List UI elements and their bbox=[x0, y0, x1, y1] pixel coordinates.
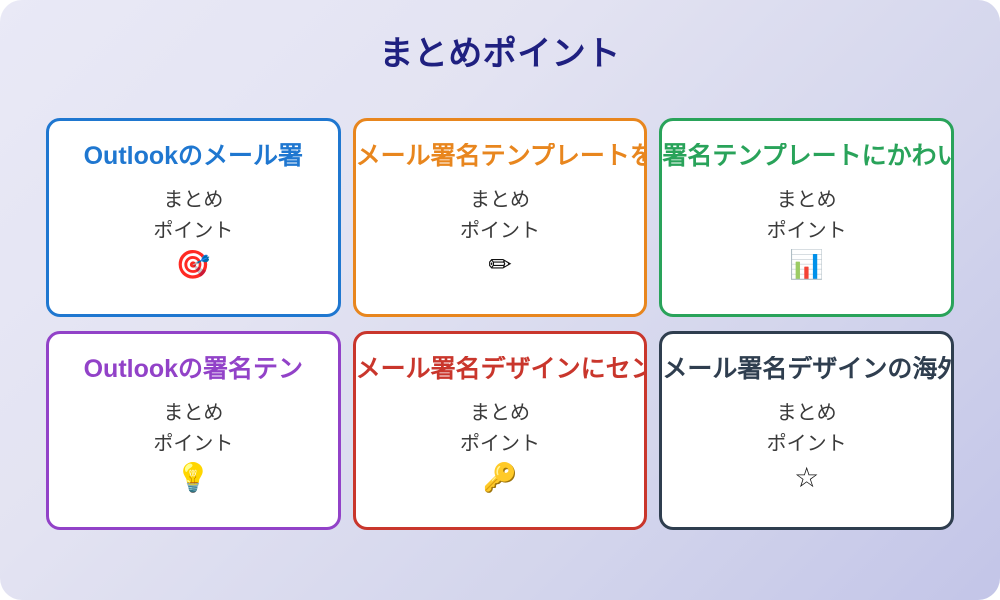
star-icon: ☆ bbox=[794, 462, 820, 494]
summary-card-5[interactable]: メール署名デザインにセン まとめ ポイント 🔑 bbox=[352, 331, 648, 530]
summary-card-5-title: メール署名デザインにセン bbox=[355, 356, 645, 383]
summary-card-2[interactable]: メール署名テンプレートを まとめ ポイント ✏ bbox=[352, 118, 648, 317]
card-grid: Outlookのメール署 まとめ ポイント 🎯 メール署名テンプレートを まとめ… bbox=[46, 118, 954, 530]
summary-card-1-title: Outlookのメール署 bbox=[83, 143, 304, 170]
summary-card-6[interactable]: メール署名デザインの海外 まとめ ポイント ☆ bbox=[659, 331, 954, 530]
summary-card-2-title: メール署名テンプレートを bbox=[355, 143, 645, 170]
summary-card-3-body: まとめ ポイント bbox=[766, 189, 847, 243]
summary-card-6-title: メール署名デザインの海外 bbox=[662, 356, 951, 383]
key-icon: 🔑 bbox=[482, 462, 518, 494]
pencil-icon: ✏ bbox=[488, 249, 512, 281]
summary-card-1[interactable]: Outlookのメール署 まとめ ポイント 🎯 bbox=[46, 118, 341, 317]
summary-card-2-body: まとめ ポイント bbox=[459, 189, 540, 243]
lightbulb-icon: 💡 bbox=[175, 462, 211, 494]
summary-card-3[interactable]: 署名テンプレートにかわい まとめ ポイント 📊 bbox=[659, 118, 954, 317]
summary-card-4[interactable]: Outlookの署名テン まとめ ポイント 💡 bbox=[46, 331, 341, 530]
summary-card-4-body: まとめ ポイント bbox=[153, 402, 234, 456]
summary-card-3-title: 署名テンプレートにかわい bbox=[662, 143, 951, 170]
page-title: まとめポイント bbox=[379, 35, 621, 73]
summary-card-4-title: Outlookの署名テン bbox=[83, 356, 304, 383]
summary-card-1-body: まとめ ポイント bbox=[153, 189, 234, 243]
summary-card-6-body: まとめ ポイント bbox=[766, 402, 847, 456]
bar-chart-icon: 📊 bbox=[789, 249, 825, 281]
summary-card-5-body: まとめ ポイント bbox=[459, 402, 540, 456]
target-dart-icon: 🎯 bbox=[175, 249, 211, 281]
